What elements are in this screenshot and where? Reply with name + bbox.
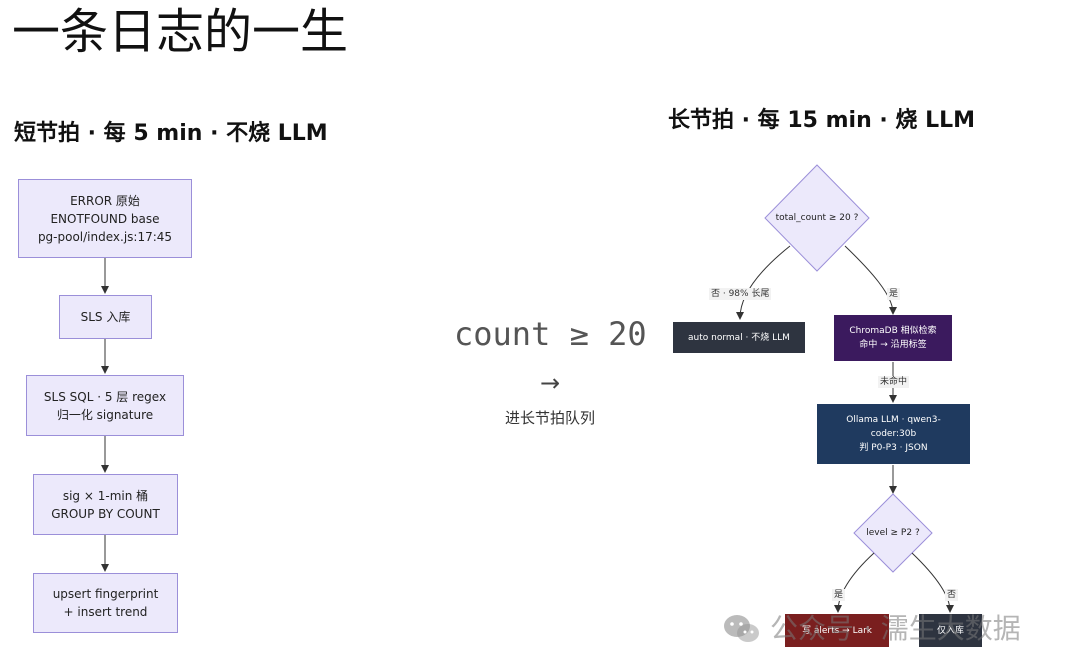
edge-label-count-no: 否 · 98% 长尾 [709, 288, 772, 300]
chroma-node: ChromaDB 相似检索 命中 → 沿用标签 [834, 315, 952, 361]
step-upsert: upsert fingerprint + insert trend [33, 573, 178, 633]
step-raw-error: ERROR 原始 ENOTFOUND base pg-pool/index.js… [18, 179, 192, 258]
step-upsert-line1: upsert fingerprint [52, 587, 159, 601]
store-only-label: 仅入库 [936, 625, 964, 636]
step-sls-ingest: SLS 入库 [59, 295, 152, 339]
auto-normal-node: auto normal · 不烧 LLM [673, 322, 805, 353]
edge-label-level-yes: 是 [832, 589, 846, 601]
decision-count-label: total_count ≥ 20 ? [775, 213, 859, 223]
step-sls-ingest-label: SLS 入库 [80, 310, 131, 324]
queue-caption: 进长节拍队列 [505, 409, 596, 427]
step-upsert-line2: + insert trend [63, 605, 148, 619]
edge-level-no [911, 552, 954, 613]
long-section-heading: 长节拍 · 每 15 min · 烧 LLM [668, 108, 976, 133]
store-only-node: 仅入库 [919, 614, 982, 647]
ollama-line3: 判 P0-P3 · JSON [859, 443, 928, 453]
count-threshold: count ≥ 20 [454, 315, 647, 353]
ollama-node: Ollama LLM · qwen3- coder:30b 判 P0-P3 · … [817, 404, 970, 464]
page-title: 一条日志的一生 [12, 4, 349, 60]
auto-normal-label: auto normal · 不烧 LLM [688, 332, 790, 343]
watermark: 公众号 · 濡生大数据 [722, 612, 1021, 646]
decision-count-diamond [764, 164, 870, 272]
step-raw-error-line3: pg-pool/index.js:17:45 [37, 229, 173, 244]
step-raw-error-line2: ENOTFOUND base [50, 211, 160, 226]
edge-label-count-yes: 是 [887, 288, 901, 300]
wechat-icon [724, 615, 759, 642]
short-section-heading: 短节拍 · 每 5 min · 不烧 LLM [14, 121, 328, 146]
chroma-line1: ChromaDB 相似检索 [849, 326, 937, 336]
step-bucket-count-line2: GROUP BY COUNT [51, 506, 160, 521]
ollama-line2: coder:30b [870, 429, 917, 439]
alerts-node: 写 alerts → Lark [785, 614, 889, 647]
step-sls-sql-line2: 归一化 signature [56, 407, 154, 422]
ollama-line1: Ollama LLM · qwen3- [846, 415, 941, 425]
right-arrow-icon: → [540, 369, 561, 397]
edge-level-yes [834, 552, 875, 613]
chroma-line2: 命中 → 沿用标签 [859, 340, 927, 350]
edge-count-no [736, 245, 791, 320]
edge-label-level-no: 否 [945, 589, 959, 601]
decision-level-diamond [853, 493, 933, 573]
step-sls-sql-line1: SLS SQL · 5 层 regex [43, 389, 167, 404]
step-raw-error-line1: ERROR 原始 [70, 193, 140, 208]
watermark-text: 公众号 · 濡生大数据 [770, 612, 1021, 645]
step-bucket-count: sig × 1-min 桶 GROUP BY COUNT [33, 474, 178, 535]
edge-label-miss: 未命中 [878, 376, 910, 388]
alerts-label: 写 alerts → Lark [801, 625, 873, 636]
step-bucket-count-line1: sig × 1-min 桶 [62, 488, 149, 503]
edge-count-yes [844, 245, 897, 315]
step-sls-sql: SLS SQL · 5 层 regex 归一化 signature [26, 375, 184, 436]
decision-level-label: level ≥ P2 ? [866, 528, 920, 538]
